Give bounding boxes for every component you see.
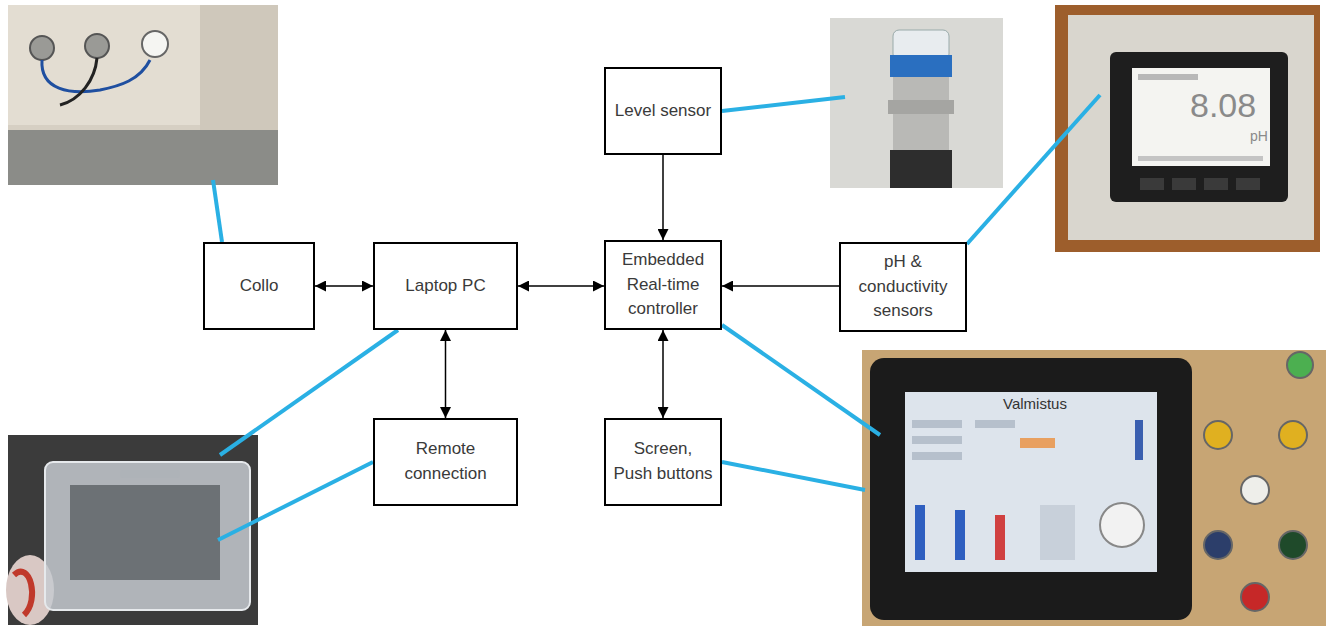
screen-table xyxy=(1040,505,1075,560)
screen-bar xyxy=(955,510,965,560)
box-handle xyxy=(120,470,180,478)
sensor-box: Level sensor xyxy=(604,67,722,155)
leader-line xyxy=(218,462,373,540)
leader-line xyxy=(722,462,865,490)
screen-clock xyxy=(1100,503,1144,547)
laptop-inside xyxy=(70,485,220,580)
cable xyxy=(60,58,97,105)
node-label: pH & conductivity sensors xyxy=(847,250,959,324)
collo-photo xyxy=(8,5,278,185)
device-box: Collo xyxy=(203,242,315,330)
connector-arrow xyxy=(445,330,447,418)
leader-line xyxy=(220,330,398,455)
screen-field xyxy=(975,420,1015,428)
connector xyxy=(30,36,54,60)
controller-box: Embedded Real-time controller xyxy=(604,240,722,330)
node-label: Screen, Push buttons xyxy=(612,437,714,486)
node-label: Laptop PC xyxy=(405,274,485,299)
screen-field xyxy=(912,452,962,460)
node-label: Collo xyxy=(240,274,279,299)
meter-button xyxy=(1140,178,1164,190)
meter-button xyxy=(1236,178,1260,190)
meter-housing xyxy=(1068,15,1314,240)
sensor-nut xyxy=(888,100,954,114)
connection-box: Remote connection xyxy=(373,418,518,506)
push-button xyxy=(1279,531,1307,559)
sensor-body xyxy=(893,77,949,152)
level-sensor-photo xyxy=(830,18,1003,188)
push-button xyxy=(1241,583,1269,611)
sensor-box: pH & conductivity sensors xyxy=(839,242,967,332)
screen-title: Valmistus xyxy=(1003,395,1067,412)
laptop-photo xyxy=(8,435,258,625)
push-button xyxy=(1204,531,1232,559)
leader-line xyxy=(967,95,1100,244)
computer-box: Laptop PC xyxy=(373,242,518,330)
connector-arrow xyxy=(662,330,664,418)
controller-screen xyxy=(905,392,1157,572)
screen-bar xyxy=(995,515,1005,560)
screen-bar xyxy=(915,505,925,560)
pipe xyxy=(8,130,278,185)
connector-arrow xyxy=(518,285,604,287)
meter-bezel xyxy=(1110,52,1288,202)
plastic-box xyxy=(45,462,250,610)
background-object xyxy=(14,572,32,615)
sensor-mount xyxy=(890,150,952,188)
connector xyxy=(142,31,168,57)
blue-band xyxy=(890,55,952,77)
connector-arrow xyxy=(662,155,664,240)
controller-photo xyxy=(862,350,1326,626)
screen-bar xyxy=(1138,156,1263,161)
tank-edge xyxy=(200,5,278,130)
meter-screen xyxy=(1132,68,1270,166)
leader-line xyxy=(213,180,222,242)
push-button xyxy=(1279,421,1307,449)
connector xyxy=(85,34,109,58)
node-label: Embedded Real-time controller xyxy=(612,248,714,322)
screen-bar xyxy=(1138,74,1198,80)
connector-arrow xyxy=(722,285,839,287)
display-unit: pH xyxy=(1250,128,1268,144)
push-button xyxy=(1204,421,1232,449)
screen-bezel xyxy=(870,358,1192,620)
interface-box: Screen, Push buttons xyxy=(604,418,722,506)
push-button xyxy=(1241,476,1269,504)
display-reading: 8.08 xyxy=(1190,86,1256,125)
node-label: Remote connection xyxy=(381,437,510,486)
leader-line xyxy=(722,97,845,111)
meter-button xyxy=(1172,178,1196,190)
node-label: Level sensor xyxy=(615,99,711,124)
ph-meter-photo xyxy=(1055,5,1320,252)
connector-arrow xyxy=(315,285,373,287)
screen-level-bar xyxy=(1135,420,1143,460)
leader-line xyxy=(722,325,880,435)
screen-field xyxy=(912,436,962,444)
push-button xyxy=(1287,352,1313,378)
screen-field xyxy=(912,420,962,428)
meter-button xyxy=(1204,178,1228,190)
screen-gauge xyxy=(1020,438,1055,448)
